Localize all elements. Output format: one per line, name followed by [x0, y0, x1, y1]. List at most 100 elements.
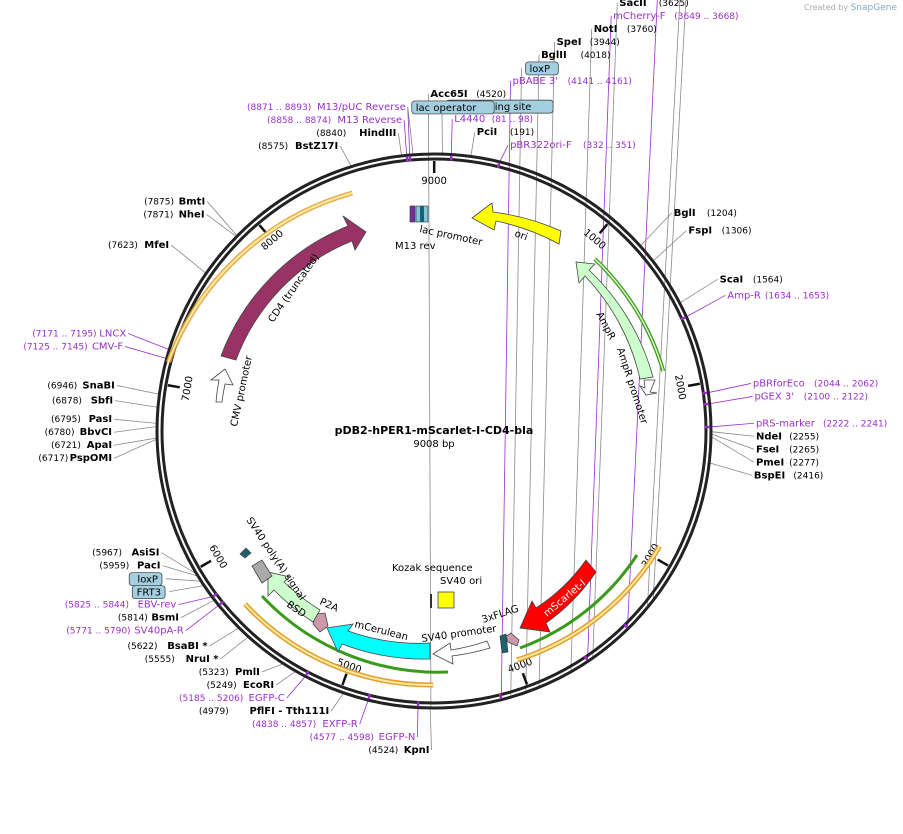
leader-line	[125, 346, 168, 360]
enzyme-position: (6780)	[45, 428, 75, 438]
enzyme-label: FspI(1306)	[688, 226, 751, 237]
primer-name: pGEX 3'	[754, 391, 794, 402]
enzyme-name: BspEI	[754, 470, 785, 481]
primer-name: pBR322ori-F	[510, 140, 572, 151]
enzyme-name: ApaI	[87, 440, 112, 451]
leader-line	[169, 584, 206, 593]
leader-line	[498, 144, 509, 163]
primer-name: EGFP-C	[249, 693, 285, 704]
badge-label: lac operator	[411, 100, 495, 115]
enzyme-name: BglII	[541, 50, 567, 61]
tick-mark	[598, 223, 609, 235]
tick-mark	[341, 673, 348, 686]
feature-sv40-ori-box	[437, 591, 455, 609]
enzyme-name: PciI	[477, 127, 497, 138]
feature-arrows	[209, 202, 658, 665]
leader-line	[570, 28, 593, 671]
label-leader-lines	[113, 0, 755, 750]
enzyme-position: (5249)	[207, 681, 237, 691]
leader-line	[114, 418, 159, 424]
leader-line	[403, 120, 408, 157]
leader-line	[525, 54, 540, 692]
enzyme-label: PmlI(5323)	[199, 667, 260, 678]
primer-name: SV40pA-R	[134, 626, 183, 637]
feature-ampr-promoter-arrow	[638, 379, 658, 396]
feature-3xflag-arrow	[505, 632, 520, 647]
leader-line	[678, 278, 718, 304]
enzyme-position: (6721)	[51, 441, 81, 451]
leader-line	[206, 201, 239, 238]
snapgene-brand: Created by SnapGene	[804, 3, 897, 13]
primer-range: (4141 .. 4161)	[568, 77, 632, 87]
feature-badge-box	[525, 61, 559, 76]
leader-line	[397, 133, 403, 157]
enzyme-position: (3760)	[627, 25, 657, 35]
enzyme-label: NheI(7871)	[143, 209, 204, 220]
enzyme-name: SnaBI	[82, 380, 114, 391]
enzyme-name: AsiSI	[131, 548, 159, 559]
enzyme-position: (7623)	[108, 241, 138, 251]
enzyme-name: FseI	[756, 444, 779, 455]
feature-loxp-mark-left	[239, 547, 252, 559]
tick-label: 9000	[421, 176, 446, 187]
enzyme-position: (4979)	[199, 707, 229, 717]
enzyme-label: Acc65I(4520)	[430, 89, 506, 100]
feature-sv40-promoter-arrow	[432, 640, 491, 665]
feature-label-p2a: P2A	[318, 597, 340, 615]
primer-name: mCherry-F	[613, 11, 666, 22]
tick-mark	[167, 384, 180, 389]
primer-name: LNCX	[99, 329, 126, 340]
enzyme-label: BsmI(5814)	[118, 613, 179, 624]
orf-arcs	[165, 190, 666, 688]
primer-name: M13/pUC Reverse	[317, 102, 406, 113]
leader-line	[450, 119, 453, 156]
leader-line	[709, 435, 755, 463]
feature-label-m13rev: M13 rev	[395, 241, 436, 252]
leader-line	[416, 706, 419, 737]
leader-line	[639, 212, 673, 248]
enzyme-label: ApaI (6721)	[51, 440, 112, 451]
feature-badge-text: loxP	[530, 64, 551, 75]
primer-site-marker	[680, 316, 686, 321]
feature-badge-text: FRT3	[137, 588, 161, 599]
feature-label-kozak: Kozak sequence	[392, 563, 473, 574]
primer-range: (2222 .. 2241)	[823, 419, 887, 429]
leader-line	[500, 80, 511, 699]
plasmid-size: 9008 bp	[413, 439, 454, 450]
primer-label: mCherry-F (3649 .. 3668)	[613, 11, 738, 22]
primer-label: Amp-R(1634 .. 1653)	[727, 290, 829, 301]
leader-line	[116, 385, 161, 395]
primer-range: (3649 .. 3668)	[674, 12, 738, 22]
feature-badge-box	[411, 100, 495, 115]
leader-line	[651, 230, 687, 263]
enzyme-position: (5814)	[118, 614, 148, 624]
enzyme-name: Acc65I	[430, 89, 467, 100]
snapgene-logo-text: SnapGene	[850, 3, 897, 13]
enzyme-label: PasI(6795)	[51, 414, 112, 425]
enzyme-position: (2265)	[789, 445, 819, 455]
primer-label: LNCX(7171 .. 7195)	[32, 329, 126, 340]
leader-line	[206, 214, 238, 238]
enzyme-name: PmlI	[235, 667, 260, 678]
primer-range: (7171 .. 7195)	[32, 330, 96, 340]
enzyme-name: BbvCI	[80, 427, 112, 438]
leader-line	[652, 0, 687, 599]
leader-line	[429, 706, 432, 750]
feature-label-3xflag: 3xFLAG	[481, 604, 521, 626]
enzyme-label: BspEI(2416)	[754, 470, 823, 481]
enzyme-name: BglI	[674, 208, 696, 219]
tick-mark	[200, 559, 212, 568]
leader-line	[359, 699, 369, 725]
enzyme-name: PmeI	[756, 457, 784, 468]
primer-site-marker	[218, 600, 225, 606]
orf-arc-mscarlet-green	[519, 554, 639, 650]
enzyme-position: (1564)	[753, 275, 783, 285]
enzyme-position: (5555)	[145, 655, 175, 665]
primer-name: pRS-marker	[756, 418, 816, 429]
enzyme-position: (8575)	[258, 142, 288, 152]
feature-label-ori: ori	[513, 228, 529, 243]
enzyme-label: MfeI(7623)	[108, 240, 169, 251]
enzyme-position: (6795)	[51, 415, 81, 425]
leader-line	[286, 675, 307, 699]
